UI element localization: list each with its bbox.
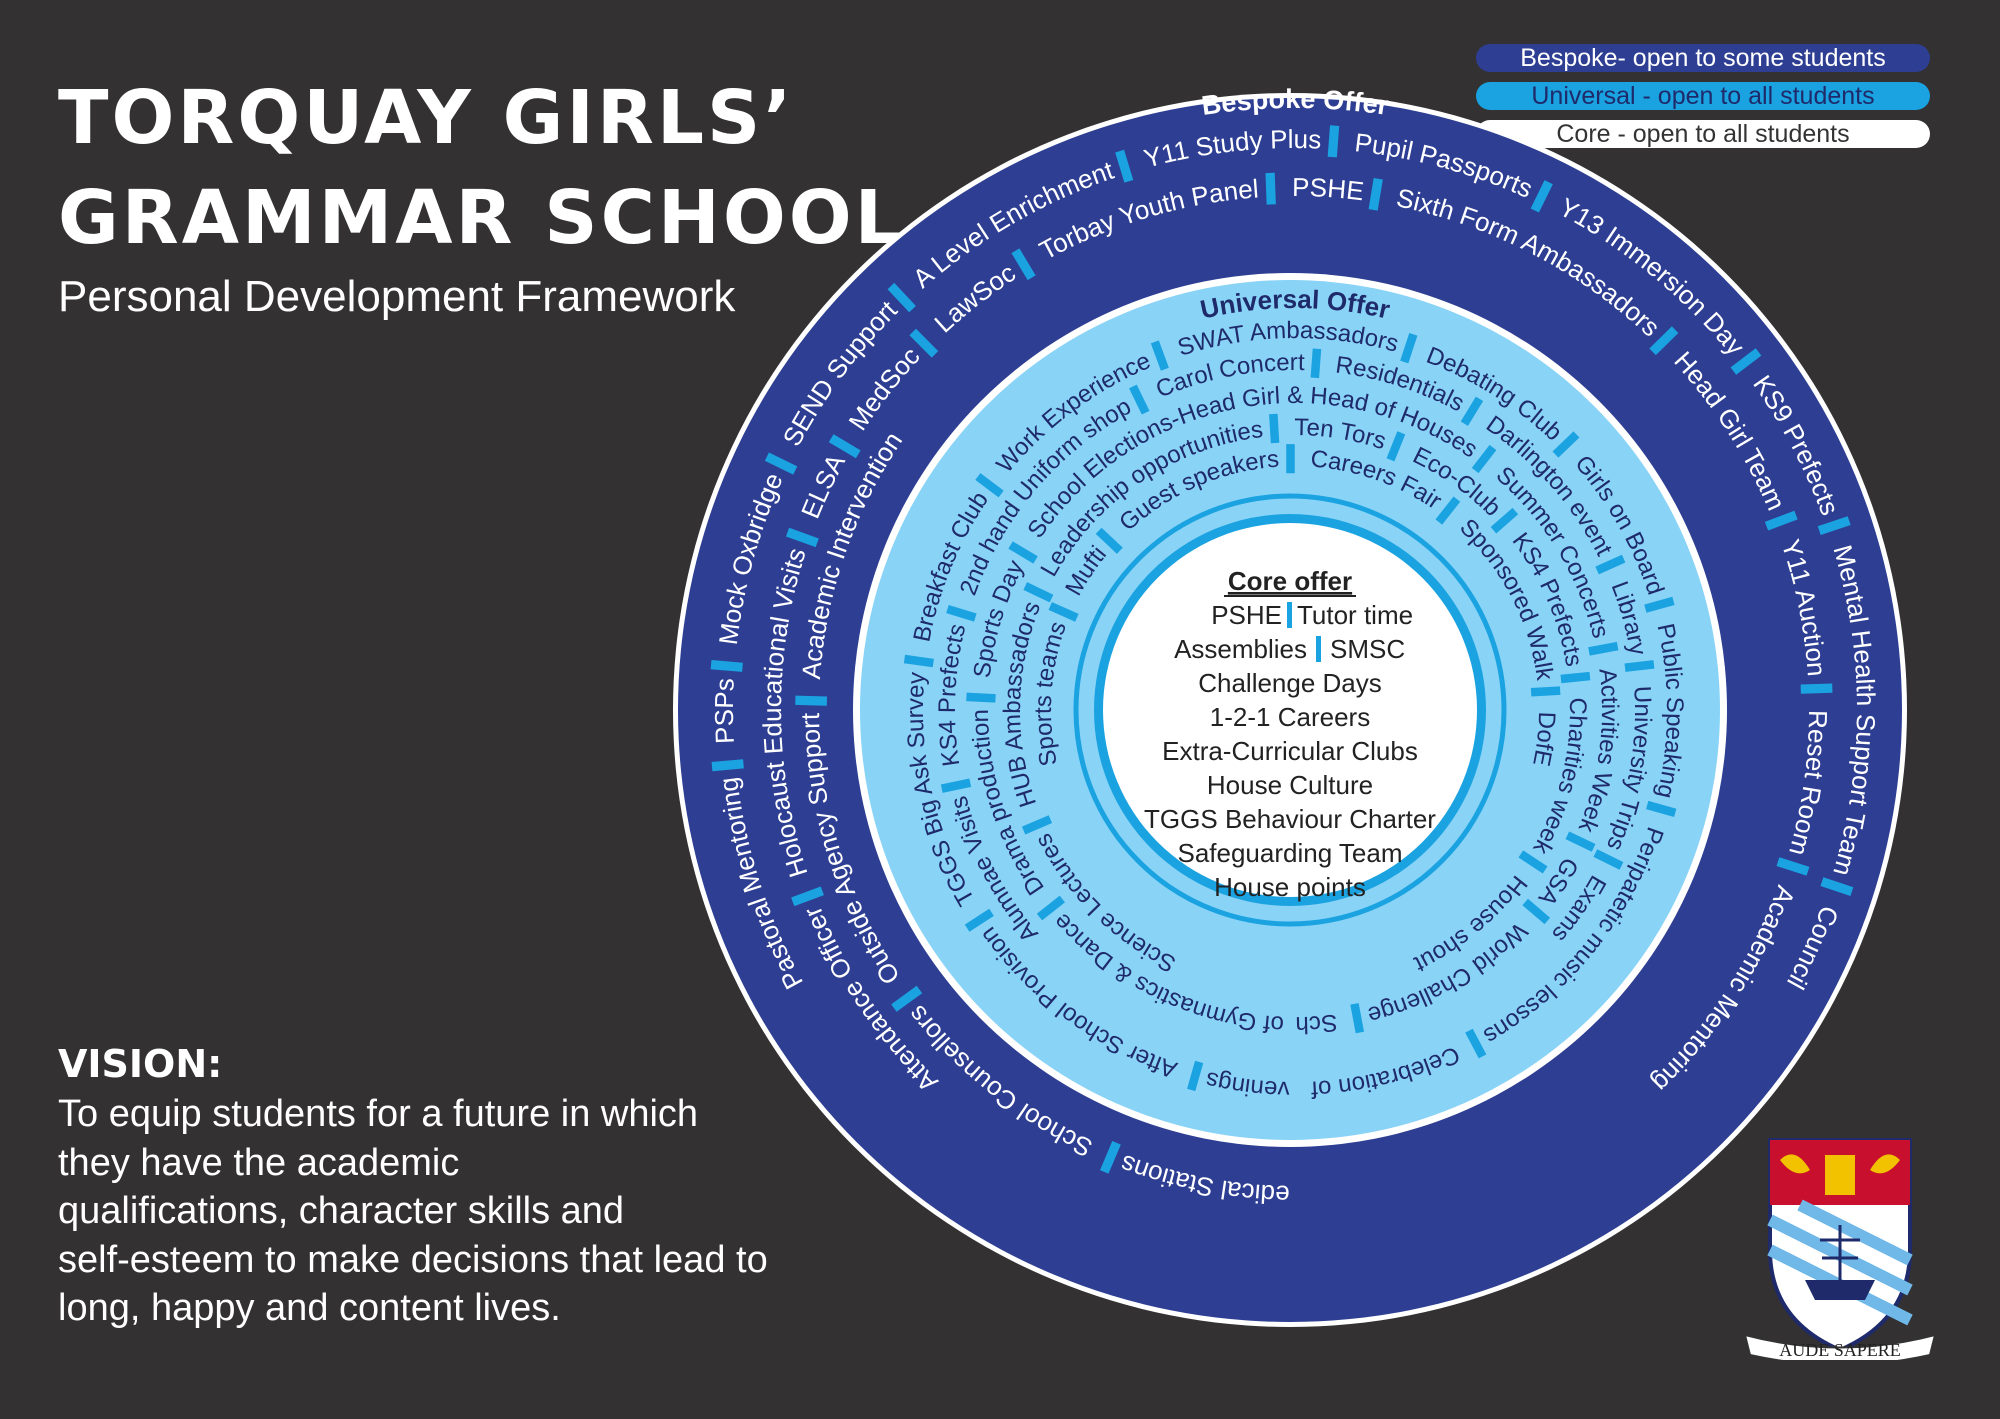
item-separator: ▌ [1279, 444, 1311, 474]
item-separator: ▌ [1362, 177, 1400, 213]
core-title: Core offer [1228, 566, 1352, 596]
core-item: 1-2-1 Careers [1210, 702, 1370, 732]
vision-line: they have the academic [58, 1141, 460, 1184]
crest-scroll [1743, 1333, 1937, 1360]
item-separator: ▌ [1258, 172, 1292, 205]
core-item-assemblies: Assemblies [1174, 634, 1307, 664]
crest-motto: AUDE SAPERE [1779, 1340, 1901, 1360]
framework-subtitle: Personal Development Framework [58, 272, 736, 321]
item-separator: ▌ [1587, 635, 1620, 670]
item-separator: ▌ [1530, 679, 1561, 712]
item-separator: ▌ [710, 643, 744, 679]
core-item-pshe: PSHE [1211, 600, 1282, 630]
crest-ship-mast [1820, 1225, 1860, 1280]
vision-line: long, happy and content lives. [58, 1287, 561, 1329]
item-separator: ▌ [1800, 676, 1833, 710]
core-circle [1103, 523, 1477, 897]
legend: Bespoke- open to some students Universal… [1476, 44, 1930, 158]
core-outline [1073, 493, 1507, 927]
school-title-line1: TORQUAY GIRLS’ [58, 75, 795, 161]
core-separator-2 [1316, 636, 1321, 662]
school-title: TORQUAY GIRLS’ GRAMMAR SCHOOL [58, 68, 905, 268]
item-separator: ▌ [795, 678, 828, 712]
vision-heading: VISION: [58, 1042, 223, 1086]
core-item-smsc: SMSC [1330, 634, 1405, 664]
crest-wing-right-icon [1870, 1154, 1900, 1174]
legend-bespoke: Bespoke- open to some students [1476, 44, 1930, 72]
core-item: Safeguarding Team [1177, 838, 1402, 868]
item-separator: ▌ [1304, 348, 1337, 379]
item-separator: ▌ [904, 639, 936, 673]
vision-line: To equip students for a future in which [58, 1093, 699, 1135]
item-separator: ▌ [710, 743, 744, 779]
crest-ship-icon [1805, 1280, 1875, 1300]
item-separator: ▌ [1560, 664, 1592, 698]
item-separator: ▌ [939, 764, 972, 800]
offer-item: PSPs [709, 677, 740, 744]
core-item: TGGS Behaviour Charter [1144, 804, 1436, 834]
item-separator: ▌ [1262, 413, 1295, 444]
core-separator-1 [1287, 602, 1292, 628]
vision-statement: To equip students for a future in which … [58, 1090, 848, 1333]
legend-universal: Universal - open to all students [1476, 82, 1930, 110]
legend-core: Core - open to all students [1476, 120, 1930, 148]
core-item-tutor-time: Tutor time [1297, 600, 1413, 630]
item-separator: ▌ [1336, 1002, 1371, 1035]
vision-line: qualifications, character skills and [58, 1190, 625, 1232]
core-offer-list: Core offer PSHE Tutor time Assemblies SM… [1144, 566, 1436, 902]
core-item: House Culture [1207, 770, 1373, 800]
school-crest: AUDE SAPERE [1743, 1138, 1937, 1360]
offer-item: PSHE [1292, 172, 1365, 206]
core-item: Extra-Curricular Clubs [1162, 736, 1418, 766]
school-title-line2: GRAMMAR SCHOOL [58, 175, 905, 261]
crest-wing-left-icon [1780, 1154, 1810, 1174]
core-item: Challenge Days [1198, 668, 1382, 698]
vision-line: self-esteem to make decisions that lead … [58, 1238, 768, 1281]
item-separator: ▌ [966, 677, 997, 709]
core-item: House points [1214, 872, 1366, 902]
item-separator: ▌ [1624, 653, 1656, 687]
item-separator: ▌ [1321, 125, 1356, 159]
crest-castle-icon [1825, 1155, 1855, 1195]
